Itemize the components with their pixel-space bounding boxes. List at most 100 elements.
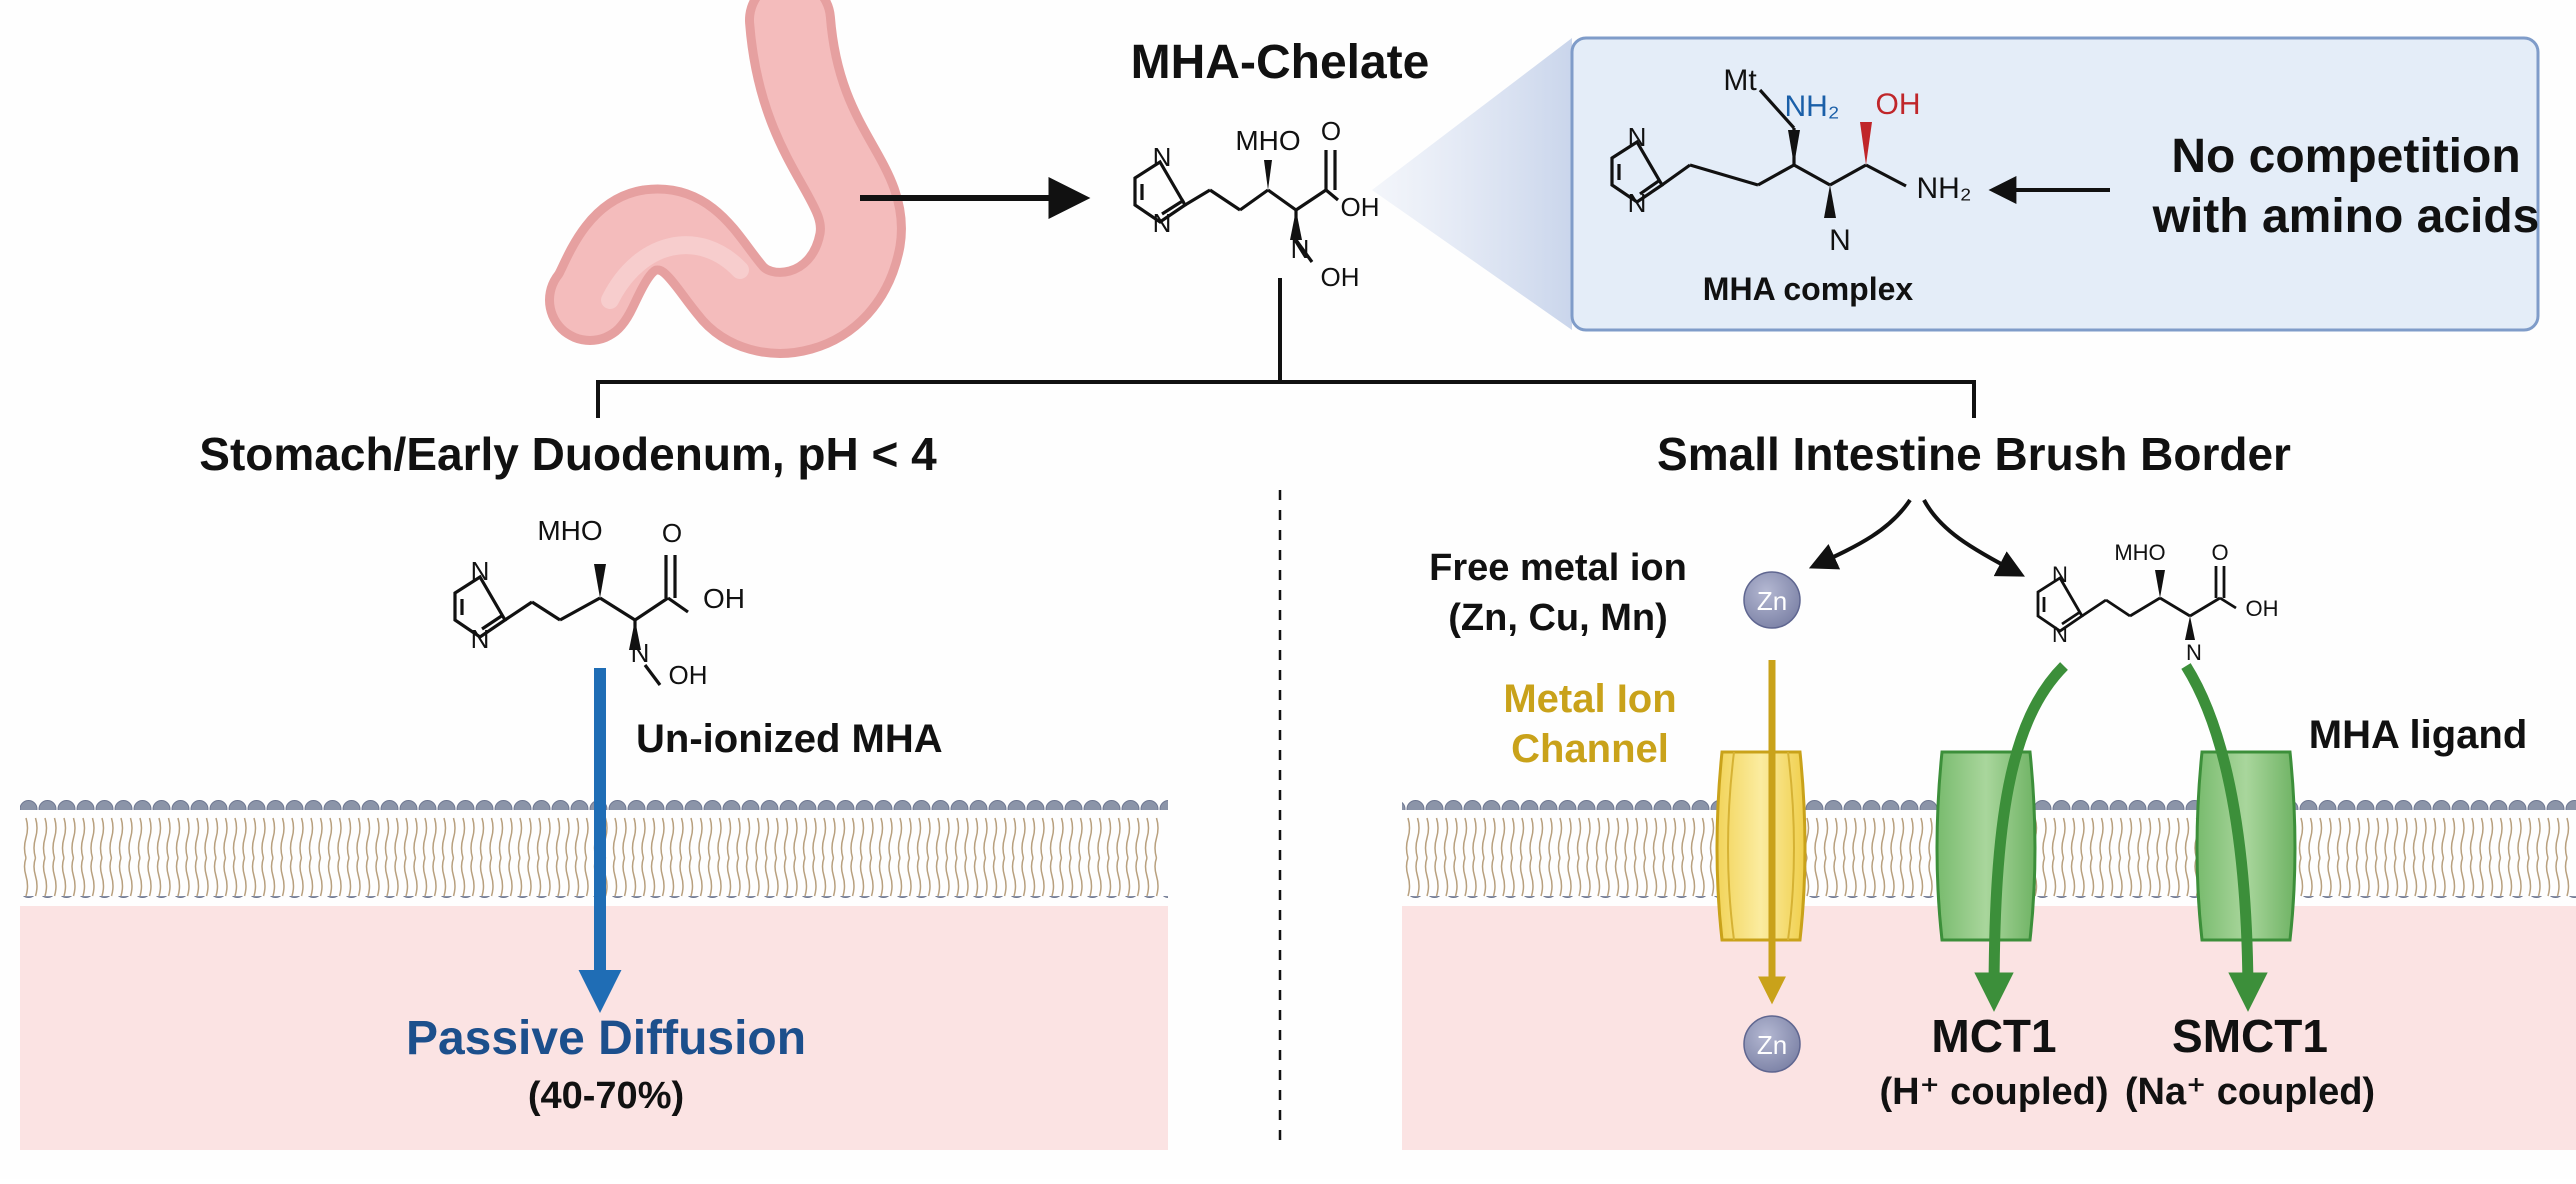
lipid-tail (878, 817, 884, 859)
lipid-tail (840, 857, 846, 897)
right-n-bottom: N (2052, 622, 2068, 647)
lipid-tail (878, 857, 884, 897)
lipid-tail (2526, 857, 2532, 897)
lipid-tail (128, 817, 133, 859)
lipid-tail (783, 817, 789, 859)
chelate-title: MHA-Chelate (1131, 36, 1430, 89)
chelate-n-oh: OH (1321, 262, 1360, 292)
lipid-tail (821, 857, 827, 897)
lipid-tail (2365, 857, 2370, 897)
lipid-tail (1643, 817, 1648, 859)
lipid-tail (1576, 857, 1582, 897)
lipid-tail (232, 857, 238, 897)
lipid-tail (660, 857, 665, 897)
lipid-tail (1880, 817, 1886, 859)
left-carbonyl-o: O (662, 518, 682, 548)
lipid-tail (2080, 857, 2085, 897)
lipid-tail (1890, 817, 1895, 859)
lipid-tail (2431, 857, 2437, 897)
passive-diffusion-value: (40-70%) (528, 1075, 684, 1117)
lipid-tail (783, 857, 789, 897)
lipid-tail (213, 817, 219, 859)
lipid-tail (413, 817, 418, 859)
lipid-tail (1557, 857, 1563, 897)
lipid-tail (717, 857, 722, 897)
lipid-tail (1567, 857, 1572, 897)
lipid-tail (555, 817, 561, 859)
lipid-tail (365, 817, 371, 859)
lipid-tail (80, 817, 86, 859)
lipid-tail (2479, 857, 2484, 897)
lipid-tail (1633, 817, 1639, 859)
lipid-tail (726, 857, 732, 897)
lipid-tail (802, 817, 808, 859)
lipid-tail (2460, 817, 2465, 859)
lipid-tail (1144, 857, 1150, 897)
lipid-tail (669, 817, 675, 859)
lipid-tail (2422, 857, 2427, 897)
lipid-tail (451, 817, 456, 859)
lipid-tail (99, 857, 105, 897)
lipid-tail (1871, 857, 1876, 897)
zinc-ion-icon: Zn (1743, 571, 1801, 629)
lipid-tail (2536, 817, 2541, 859)
lipid-tail (1842, 817, 1848, 859)
lipid-tail (1097, 817, 1102, 859)
lipid-tail (546, 817, 551, 859)
lipid-tail (1002, 857, 1007, 897)
lipid-tail (1614, 817, 1620, 859)
lipid-tail (384, 857, 390, 897)
lipid-tail (1154, 857, 1159, 897)
lipid-tail (945, 817, 950, 859)
lipid-tail (403, 817, 409, 859)
lipid-tail (242, 857, 247, 897)
lipid-tail (745, 817, 751, 859)
lipid-tail (33, 817, 38, 859)
lipid-tail (2507, 817, 2513, 859)
lipid-tail (365, 857, 371, 897)
lipid-tail (1424, 857, 1430, 897)
lipid-tail (812, 857, 817, 897)
lipid-tail (992, 857, 998, 897)
channel-label-line2: Channel (1511, 727, 1669, 771)
lipid-tail (1405, 857, 1411, 897)
lipid-tail (631, 857, 637, 897)
inset-n-bottom-label: N (1829, 224, 1851, 257)
lipid-tail (1097, 857, 1102, 897)
lipid-tail (1030, 817, 1036, 859)
lipid-tail (1614, 857, 1620, 897)
lipid-tail (831, 857, 836, 897)
lipid-tail (764, 817, 770, 859)
lipid-tail (1880, 857, 1886, 897)
lipid-tail (289, 817, 295, 859)
mha-complex-inset (1570, 36, 2540, 332)
lipid-tail (2441, 857, 2446, 897)
lipid-tail (2099, 857, 2104, 897)
lipid-tail (1643, 857, 1648, 897)
lipid-tail (223, 817, 228, 859)
lipid-tail (1519, 817, 1525, 859)
lipid-tail (2517, 817, 2522, 859)
lipid-tail (650, 857, 656, 897)
lipid-tail (726, 817, 732, 859)
mha-ligand-label: MHA ligand (2309, 713, 2528, 757)
lipid-tail (242, 817, 247, 859)
lipid-tail (1405, 817, 1411, 859)
chelate-carbonyl-o: O (1321, 116, 1341, 146)
lipid-tail (859, 857, 865, 897)
lipid-tail (1434, 817, 1439, 859)
lipid-tail (1021, 857, 1026, 897)
chelate-oh: OH (1341, 192, 1380, 222)
lipid-tail (897, 857, 903, 897)
lipid-tail (1472, 857, 1477, 897)
lipid-tail (1700, 817, 1705, 859)
lipid-tail (479, 817, 485, 859)
lipid-tail (1059, 817, 1064, 859)
lipid-tail (1529, 817, 1534, 859)
lipid-tail (308, 857, 314, 897)
lipid-tail (1125, 857, 1131, 897)
lipid-tail (1500, 817, 1506, 859)
lipid-tail (2099, 817, 2104, 859)
lipid-tail (1690, 857, 1696, 897)
